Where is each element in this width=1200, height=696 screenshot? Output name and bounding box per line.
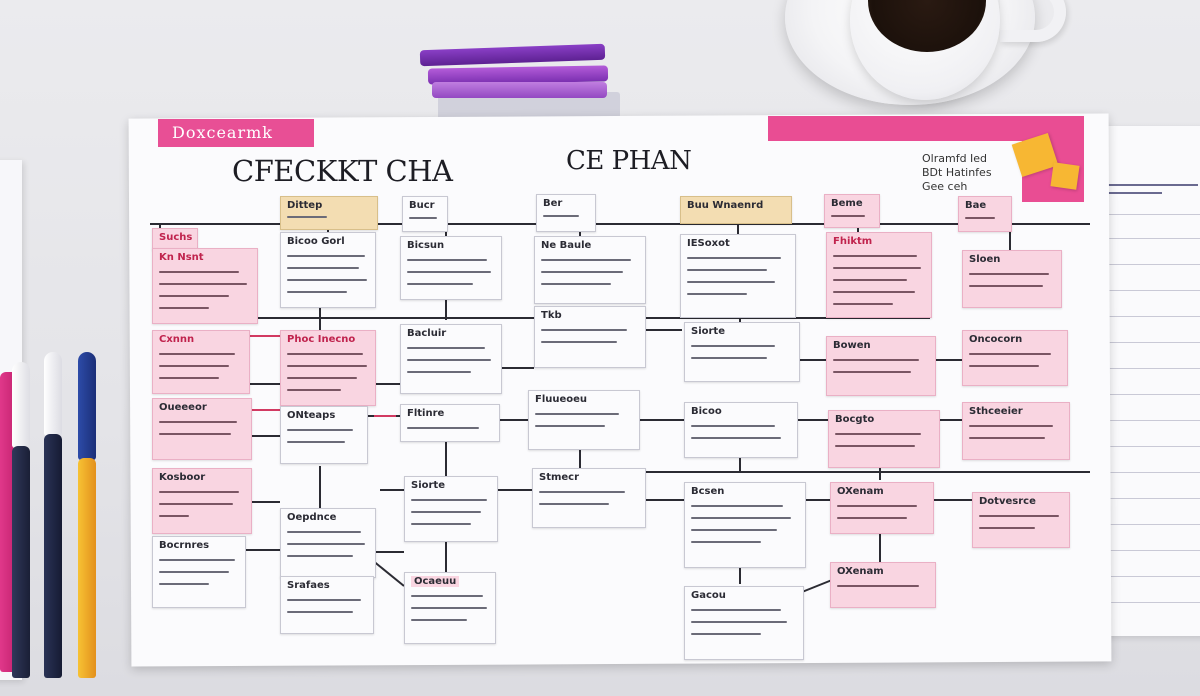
plan-card: Kn Nsnt <box>152 248 258 324</box>
card-title: Sloen <box>969 254 1001 265</box>
plan-card: Oueeeor <box>152 398 252 460</box>
card-title: Phoc Inecno <box>287 334 356 345</box>
chart-tag: Doxcearmk <box>158 119 314 147</box>
card-title: Bocgto <box>835 414 875 425</box>
plan-card: Sloen <box>962 250 1062 308</box>
plan-card: IESoxot <box>680 234 796 318</box>
plan-card: Siorte <box>404 476 498 542</box>
plan-card: Tkb <box>534 306 646 368</box>
card-title: Dotvesrce <box>979 496 1036 507</box>
plan-card: Bicoo <box>684 402 798 458</box>
column-header-1: Suchs <box>152 228 198 250</box>
card-title: Siorte <box>691 326 725 337</box>
card-title: Oepdnce <box>287 512 337 523</box>
side-note-line: Olramfd Ied <box>922 152 988 165</box>
plan-card: Stmecr <box>532 468 646 528</box>
column-header-5: Buu Wnaenrd <box>680 196 792 224</box>
card-title: Oncocorn <box>969 334 1023 345</box>
card-title: Ne Baule <box>541 240 592 251</box>
card-title: ONteaps <box>287 410 336 421</box>
card-title: OXenam <box>837 566 884 577</box>
white-pen-cap <box>12 362 30 448</box>
card-title: Gacou <box>691 590 726 601</box>
plan-card: Bcsen <box>684 482 806 568</box>
card-title: Ocaeuu <box>411 576 460 587</box>
plan-card: Bicsun <box>400 236 502 300</box>
side-note: Olramfd Ied BDt Hatinfes Gee ceh <box>922 152 992 194</box>
plan-card: Fluueoeu <box>528 390 640 450</box>
card-title: Bicoo Gorl <box>287 236 345 247</box>
plan-card: Fhiktm <box>826 232 932 318</box>
white-pen-cap <box>44 352 62 436</box>
yellow-pen <box>78 458 96 678</box>
plan-card: Bicoo Gorl <box>280 232 376 308</box>
card-title: OXenam <box>837 486 884 497</box>
card-title: IESoxot <box>687 238 730 249</box>
side-note-line: Gee ceh <box>922 180 968 193</box>
card-title: Bowen <box>833 340 871 351</box>
plan-card: Bocrnres <box>152 536 246 608</box>
card-title: Fluueoeu <box>535 394 588 405</box>
plan-card: Bacluir <box>400 324 502 394</box>
column-header-label: Bae <box>965 200 987 211</box>
plan-card: OXenam <box>830 482 934 534</box>
card-title: Sthceeier <box>969 406 1023 417</box>
card-title: Fhiktm <box>833 236 873 247</box>
column-header-label: Suchs <box>159 232 193 243</box>
column-header-3: Bucr <box>402 196 448 232</box>
plan-card: ONteaps <box>280 406 368 464</box>
card-title: Stmecr <box>539 472 580 483</box>
column-header-label: Ber <box>543 198 563 209</box>
column-header-4: Ber <box>536 194 596 232</box>
blue-pen-cap <box>78 352 96 460</box>
card-title: Siorte <box>411 480 445 491</box>
plan-card: Sthceeier <box>962 402 1070 460</box>
plan-card: Srafaes <box>280 576 374 634</box>
plan-card: Oncocorn <box>962 330 1068 386</box>
plan-card: Ne Baule <box>534 236 646 304</box>
card-title: Kn Nsnt <box>159 252 204 263</box>
column-header-label: Dittep <box>287 200 323 211</box>
plan-card: Bocgto <box>828 410 940 468</box>
column-header-7: Bae <box>958 196 1012 232</box>
card-title: Bcsen <box>691 486 725 497</box>
card-title: Bacluir <box>407 328 447 339</box>
plan-card: Siorte <box>684 322 800 382</box>
navy-pen <box>44 434 62 678</box>
plan-card: Phoc Inecno <box>280 330 376 406</box>
purple-marker <box>432 82 607 98</box>
card-title: Cxnnn <box>159 334 195 345</box>
plan-card: Bowen <box>826 336 936 396</box>
card-title: Oueeeor <box>159 402 207 413</box>
column-header-label: Buu Wnaenrd <box>687 200 764 211</box>
chart-tag-text: Doxcearmk <box>172 123 273 142</box>
chart-title-left: CFECKKT CHA <box>232 154 453 188</box>
plan-card: Dotvesrce <box>972 492 1070 548</box>
card-title: Kosboor <box>159 472 206 483</box>
plan-card: Kosboor <box>152 468 252 534</box>
card-title: Srafaes <box>287 580 330 591</box>
navy-pen <box>12 446 30 678</box>
card-title: Bicoo <box>691 406 722 417</box>
card-title: Bicsun <box>407 240 445 251</box>
plan-card: Oepdnce <box>280 508 376 578</box>
card-title: Fltinre <box>407 408 445 419</box>
notepad-header <box>1102 184 1198 186</box>
side-note-line: BDt Hatinfes <box>922 166 992 179</box>
column-header-label: Bucr <box>409 200 435 211</box>
plan-card: Gacou <box>684 586 804 660</box>
chart-title-right: CE PHAN <box>566 146 692 176</box>
card-title: Bocrnres <box>159 540 210 551</box>
plan-card: Fltinre <box>400 404 500 442</box>
column-header-2: Dittep <box>280 196 378 230</box>
notepad-header <box>1102 192 1162 194</box>
plan-card: Cxnnn <box>152 330 250 394</box>
plan-card: Ocaeuu <box>404 572 496 644</box>
card-title: Tkb <box>541 310 562 321</box>
plan-card: OXenam <box>830 562 936 608</box>
column-header-6: Beme <box>824 194 880 228</box>
column-header-label: Beme <box>831 198 863 209</box>
